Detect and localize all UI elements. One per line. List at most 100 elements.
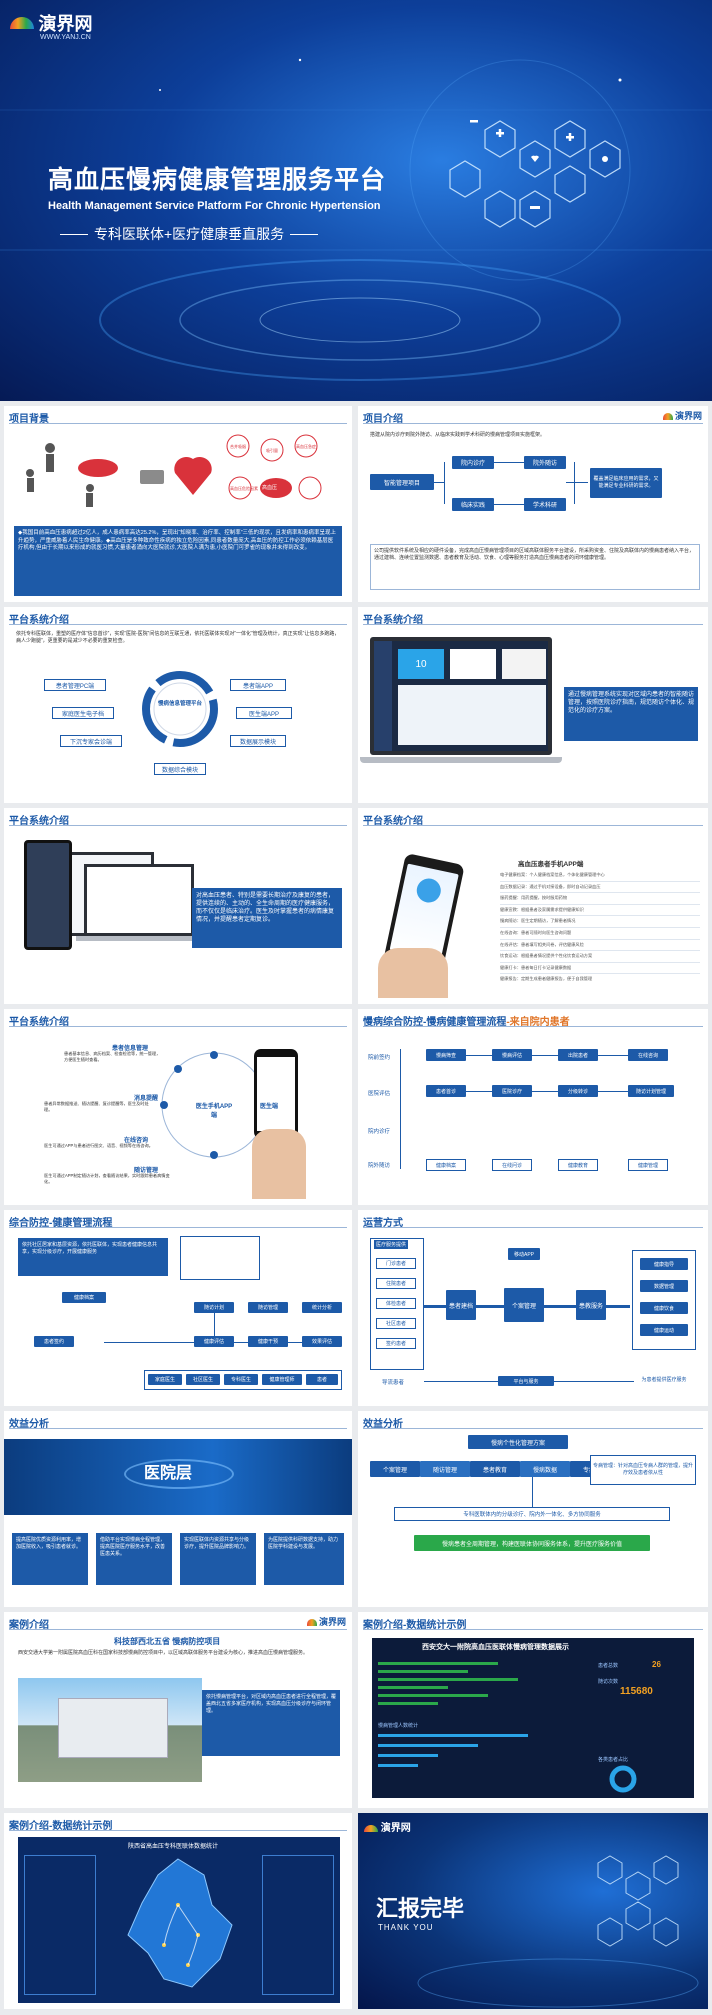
bottom-connector bbox=[554, 1381, 634, 1382]
platform-panel: 对高血压患者、特别是需要长期治疗及康复的患者，提供连续的、主动的、全生命周期的医… bbox=[192, 888, 342, 948]
banner-image bbox=[4, 1439, 352, 1515]
doctor-item-desc: 患者异常数据推送、随访提醒、复诊提醒等，医生及时处理。 bbox=[44, 1101, 149, 1112]
slide-benefit-1: 效益分析 医院层 提高医院优质资源利用率，增加医院收入，吸引患者就诊。 借助平台… bbox=[4, 1411, 352, 1607]
title-divider bbox=[363, 825, 703, 826]
slide-platform-3: 平台系统介绍 对高血压患者、特别是需要长期治疗及康复的患者，提供连续的、主动的、… bbox=[4, 808, 352, 1004]
right-note: 专病管理：针对高血压专病人群的管理，提升疗效及患者依从性 bbox=[590, 1455, 696, 1485]
dash-title: 陕西省高血压专科医联体数据统计 bbox=[128, 1844, 219, 1850]
flow-connector bbox=[466, 1055, 492, 1056]
service-item: 健康饮食 bbox=[640, 1302, 688, 1314]
flow-connector bbox=[214, 1313, 215, 1336]
ring-center-label: 慢病信息管理平台 bbox=[158, 701, 203, 707]
doctor-item-desc: 医生可通过APP制定随访计划，查看随访结果，实时跟踪患者病情变化。 bbox=[44, 1173, 170, 1184]
flow-arrow bbox=[544, 1305, 576, 1308]
tagline-left-arrow bbox=[60, 233, 88, 235]
flow-node: 慢病筛查 bbox=[426, 1049, 466, 1061]
title-divider bbox=[9, 1830, 347, 1831]
node-research: 学术科研 bbox=[524, 498, 566, 511]
source-item: 门诊患者 bbox=[376, 1258, 416, 1269]
cover-slide: 演界网 WWW.YANJ.CN 高血压慢病健康管理服务平台 Health Man… bbox=[0, 0, 712, 401]
bottom-left-label: 导流患者 bbox=[382, 1380, 405, 1386]
slide-case-1: 案例介绍 演界网 科技部西北五省 慢病防控项目 西安交通大学第一附属医院高血压科… bbox=[4, 1612, 352, 1808]
orbit-center-label: 医生手机APP端 bbox=[195, 1104, 233, 1119]
node-followup: 院外随访 bbox=[524, 456, 566, 469]
flow-connector bbox=[234, 1342, 248, 1343]
slide-title: 运营方式 bbox=[363, 1218, 403, 1229]
title-divider bbox=[9, 423, 347, 424]
title-divider bbox=[363, 624, 703, 625]
source-item: 社区患者 bbox=[376, 1318, 416, 1329]
left-frame bbox=[370, 1238, 424, 1370]
node-inpatient: 院内诊疗 bbox=[452, 456, 494, 469]
end-logo: 演界网 bbox=[364, 1819, 411, 1834]
connector bbox=[494, 504, 524, 505]
slide-platform-1: 平台系统介绍 依托专科医联体，重塑的医疗体“信息首诊”，实现“医院-医院”间信息… bbox=[4, 607, 352, 803]
feature-item: 健康打卡：患者每日打卡记录健康数据 bbox=[500, 963, 700, 975]
platform-panel: 通过慢病管理系统实现对区域内患者的智能随访管理，按照医院诊疗指南，规范随访个体化… bbox=[564, 687, 698, 741]
bottom-note: 专科医联体内的分级诊疗、院内外一体化、多方协同服务 bbox=[394, 1507, 670, 1521]
bottom-right-label: 为患者提供医疗服务 bbox=[641, 1377, 687, 1383]
end-subtitle: THANK YOU bbox=[378, 1923, 434, 1932]
feature-item: 健康宣教：根据患者及家属需求提供健康知识 bbox=[500, 905, 700, 917]
slide-benefit-2: 效益分析 慢病个性化管理方案 个案管理 随访管理 患者教育 慢病数据 专病研究 … bbox=[358, 1411, 708, 1607]
center-node: 智能管理项目 bbox=[370, 474, 434, 490]
end-hex-icons bbox=[417, 1855, 699, 2008]
slide-title: 案例介绍-数据统计示例 bbox=[9, 1821, 113, 1832]
screen-table bbox=[398, 685, 546, 745]
building bbox=[58, 1698, 168, 1758]
end-title: 汇报完毕 bbox=[376, 1896, 465, 1921]
service-item: 健康运动 bbox=[640, 1324, 688, 1336]
dash-pie bbox=[609, 1765, 637, 1793]
slide-title: 案例介绍-数据统计示例 bbox=[363, 1620, 467, 1631]
feature-item: 血压数据记录：通过手机对接设备，即时自动记录血压 bbox=[500, 882, 700, 894]
source-item: 住院患者 bbox=[376, 1278, 416, 1289]
connector bbox=[574, 462, 575, 504]
cover-logo-url: WWW.YANJ.CN bbox=[40, 34, 91, 41]
flow-node: 统计分析 bbox=[302, 1302, 342, 1313]
flow-arrow bbox=[424, 1305, 446, 1308]
banner-ring bbox=[124, 1459, 234, 1489]
risk-label-center: 高血压 bbox=[262, 485, 278, 491]
doctor-item-title: 消息提醒 bbox=[134, 1096, 159, 1102]
flow-node: 医院诊疗 bbox=[492, 1085, 532, 1097]
bottom-mid-label: 平台与服务 bbox=[498, 1376, 554, 1386]
connector bbox=[444, 462, 445, 504]
small-logo: 演界网 bbox=[662, 409, 702, 422]
right-item-display: 数据展示模块 bbox=[230, 735, 286, 747]
left-item-family: 家庭医生电子档 bbox=[52, 707, 114, 719]
green-banner: 慢病患者全周期管理，构建医联体协同服务体系，提升医疗服务价值 bbox=[414, 1535, 650, 1551]
feature-item: 在线评估：患者填写相关问卷，评估健康风险 bbox=[500, 940, 700, 952]
role-node: 社区医生 bbox=[186, 1374, 220, 1385]
slide-patient-app: 平台系统介绍 高血压患者手机APP端 电子健康档案：个人健康档案信息，个体化健康… bbox=[358, 808, 708, 1004]
flow-connector bbox=[598, 1055, 628, 1056]
flow-connector bbox=[598, 1091, 628, 1092]
flow-node: 个案管理 bbox=[370, 1461, 420, 1477]
laptop-device bbox=[84, 864, 194, 936]
map-dashboard: 陕西省高血压专科医联体数据统计 bbox=[18, 1837, 340, 2003]
doctor-item-title: 在线咨询 bbox=[124, 1138, 149, 1144]
bottom-connector bbox=[424, 1381, 498, 1382]
flow-node: 健康档案 bbox=[62, 1292, 106, 1303]
title-divider bbox=[363, 423, 703, 424]
flow-connector bbox=[288, 1342, 302, 1343]
case-panel: 依托慢病管理平台，对区域内高血压患者进行全程管理，覆盖西北五省多家医疗机构，实现… bbox=[202, 1690, 340, 1756]
left-frame-title: 医疗服务提供 bbox=[374, 1240, 409, 1249]
right-frame bbox=[632, 1250, 696, 1350]
hospital-photo bbox=[18, 1678, 202, 1782]
title-divider bbox=[363, 1629, 703, 1630]
doctor-item-desc: 医生可通过APP与患者进行图文、语音、视频等在线咨询。 bbox=[44, 1143, 153, 1148]
flow-node: 健康教育 bbox=[558, 1159, 598, 1171]
slide-platform-2: 平台系统介绍 10 通过慢病管理系统实现对区域内患者的智能随访管理，按照医院诊疗… bbox=[358, 607, 708, 803]
flow-node: 健康干预 bbox=[248, 1336, 288, 1347]
title-divider bbox=[363, 1428, 703, 1429]
feature-item: 健康报告：定期生成患者健康报告，便于自我管理 bbox=[500, 976, 593, 982]
small-logo: 演界网 bbox=[306, 1615, 346, 1628]
flow-node: 患者签约 bbox=[34, 1336, 74, 1347]
flow-node: 分级转诊 bbox=[558, 1085, 598, 1097]
slide-title: 案例介绍 bbox=[9, 1620, 49, 1631]
flow-node: 随访计划 bbox=[194, 1302, 234, 1313]
feature-list: 电子健康档案：个人健康档案信息，个体化健康管理中心 血压数据记录：通过手机对接设… bbox=[500, 870, 700, 985]
flow-node: 随访管理 bbox=[248, 1302, 288, 1313]
service-item: 健康指导 bbox=[640, 1258, 688, 1270]
flow-arrow bbox=[606, 1305, 630, 1308]
